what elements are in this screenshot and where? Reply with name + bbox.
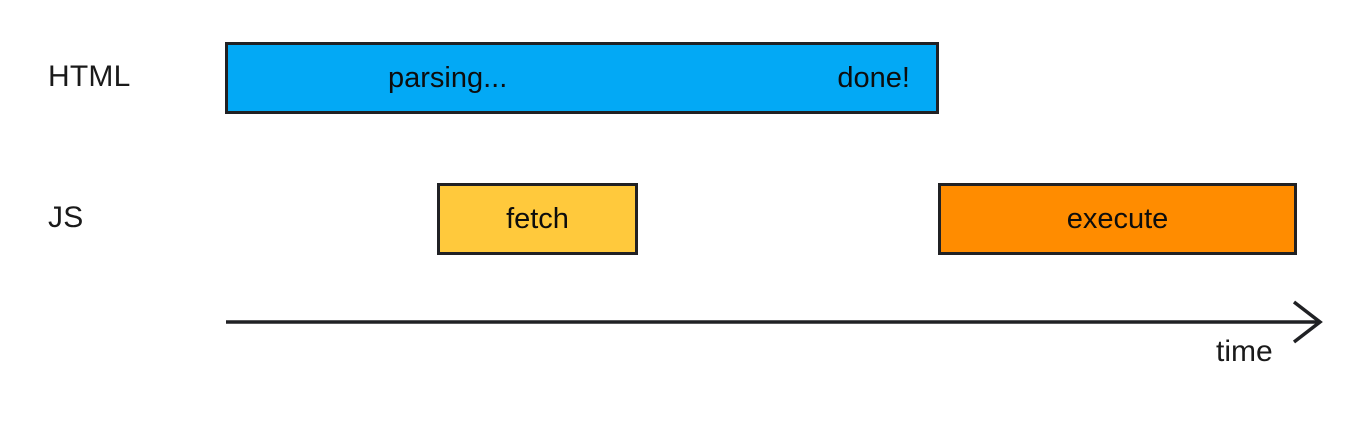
row-label-js: JS: [48, 201, 84, 234]
row-label-html: HTML: [48, 60, 131, 93]
html-parsing-label: parsing...: [388, 61, 508, 94]
time-axis-label: time: [1216, 335, 1273, 368]
js-fetch-label: fetch: [506, 202, 569, 235]
html-parsing-bar: parsing... done!: [225, 42, 939, 114]
arrow-right-icon: [226, 300, 1323, 344]
js-execute-label: execute: [1066, 202, 1169, 235]
js-fetch-bar: fetch: [437, 183, 638, 255]
html-done-label: done!: [837, 61, 910, 94]
js-execute-bar: execute: [938, 183, 1297, 255]
time-axis: [220, 296, 1330, 352]
